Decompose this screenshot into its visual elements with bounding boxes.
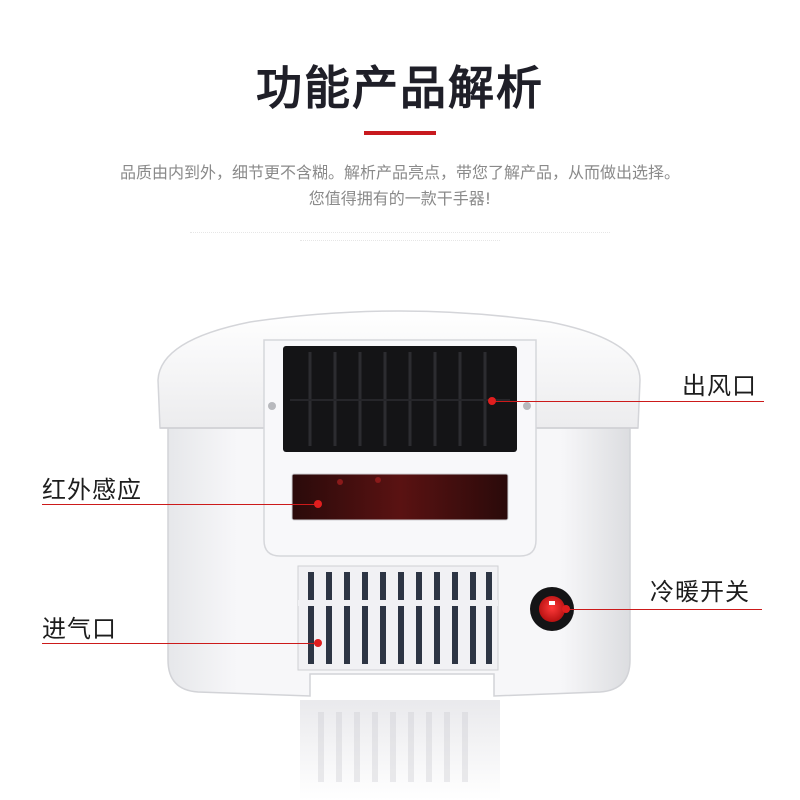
callout-heat-switch-line bbox=[566, 609, 762, 610]
callout-air-outlet-dot bbox=[488, 397, 496, 405]
dryer-reflection bbox=[300, 700, 500, 800]
callout-infrared-dot bbox=[314, 500, 322, 508]
page-title: 功能产品解析 bbox=[256, 61, 544, 115]
divider-dotted-2 bbox=[300, 240, 500, 241]
callout-air-outlet-line bbox=[494, 401, 764, 402]
air-inlet-slats bbox=[308, 572, 492, 664]
callout-air-inlet-dot bbox=[314, 639, 322, 647]
callout-infrared-label: 红外感应 bbox=[42, 476, 142, 504]
callout-infrared-line bbox=[42, 504, 318, 505]
divider-dotted-1 bbox=[190, 232, 610, 233]
screw-right bbox=[523, 402, 531, 410]
heat-switch-button bbox=[539, 596, 565, 622]
subtitle-line-2: 您值得拥有的一款干手器! bbox=[308, 189, 492, 208]
callout-air-inlet-label: 进气口 bbox=[42, 615, 117, 643]
callout-heat-switch-dot bbox=[562, 605, 570, 613]
infrared-sensor-window bbox=[291, 473, 509, 521]
subtitle-line-1: 品质由内到外，细节更不含糊。解析产品亮点，带您了解产品，从而做出选择。 bbox=[119, 163, 680, 182]
screw-left bbox=[268, 402, 276, 410]
title-underline bbox=[364, 131, 436, 135]
callout-air-outlet-label: 出风口 bbox=[682, 372, 757, 400]
callout-heat-switch-label: 冷暖开关 bbox=[650, 578, 750, 606]
page-subtitle: 品质由内到外，细节更不含糊。解析产品亮点，带您了解产品，从而做出选择。 您值得拥… bbox=[0, 160, 800, 212]
callout-air-inlet-line bbox=[42, 643, 318, 644]
reflection-slats bbox=[318, 712, 468, 782]
